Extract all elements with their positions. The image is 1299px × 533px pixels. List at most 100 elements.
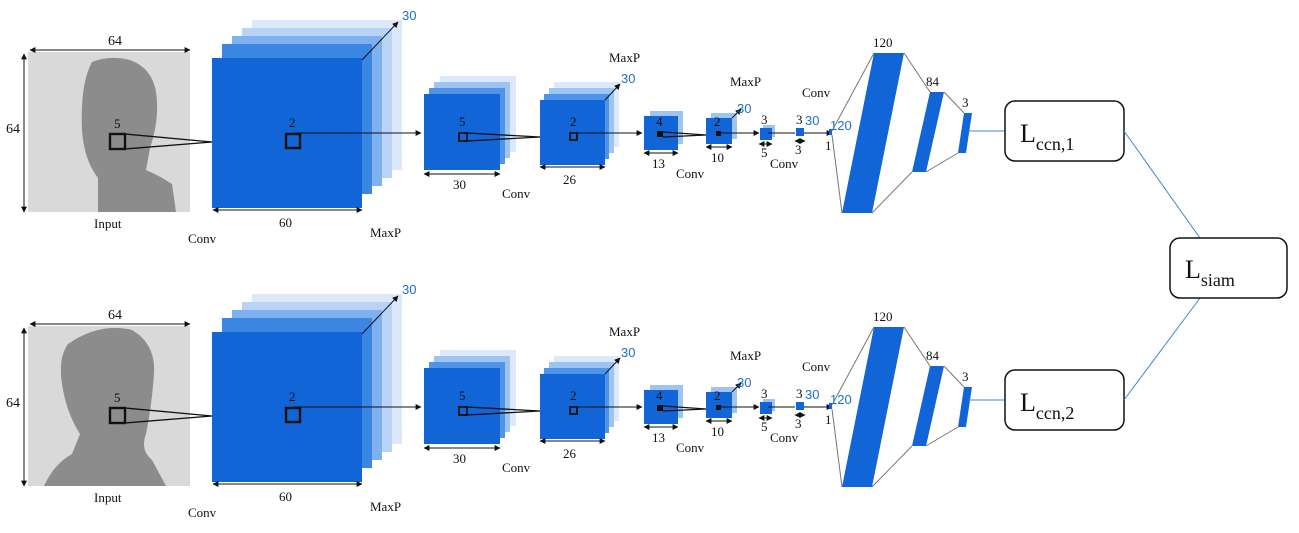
branch-1: 64 64 Input 5 30 2 60 Conv MaxP 5 30 Con… (6, 8, 1125, 246)
fc2-label: 84 (926, 74, 940, 89)
conv1-pool-label: MaxP (370, 499, 401, 514)
conv6-layer-front (760, 128, 772, 140)
conv1-depth-label: 30 (402, 8, 416, 23)
conv6-layer-front (760, 402, 772, 414)
conv6-op-label: Conv (770, 430, 799, 445)
conv4-op-label: Conv (676, 440, 705, 455)
conv1-kernel-box (284, 132, 302, 150)
conv7-depth-label: 30 (805, 113, 819, 128)
conv3-kernel-box (569, 132, 578, 141)
fc3-label: 3 (962, 95, 969, 110)
conv1-pool-label: MaxP (370, 225, 401, 240)
conv3-kernel-label: 2 (570, 114, 577, 129)
conv5-depth-label: 30 (737, 101, 751, 116)
flatten-width-label: 1 (825, 412, 832, 427)
input-height-label: 64 (6, 396, 20, 411)
conv5-kernel-label: 2 (714, 114, 721, 129)
conv6-kernel-label: 3 (761, 386, 768, 401)
conv1-op-label: Conv (188, 505, 217, 520)
conv7-depth-label: 30 (805, 387, 819, 402)
conv7-kernel-label: 3 (796, 112, 803, 127)
conv7-op-label: Conv (802, 359, 831, 374)
conv1-kernel-label: 2 (289, 115, 296, 130)
conv6-op-label: Conv (770, 156, 799, 171)
conv4-width-label: 13 (652, 156, 665, 171)
input-caption: Input (94, 490, 122, 505)
conv7-layer-front (796, 402, 804, 410)
conv3-kernel-label: 2 (570, 388, 577, 403)
conv1-op-label: Conv (188, 231, 217, 246)
fc3-layer (958, 113, 972, 153)
conv2-kernel-box (458, 406, 468, 416)
conv6-width-label: 5 (761, 145, 768, 160)
flatten-layer (829, 403, 832, 409)
input-kernel-label: 5 (114, 116, 121, 131)
conv4-kernel-box (657, 405, 663, 411)
conv1-kernel-label: 2 (289, 389, 296, 404)
conv7-kernel-label: 3 (796, 386, 803, 401)
input-height-label: 64 (6, 122, 20, 137)
fc1-layer (842, 53, 904, 213)
input-caption: Input (94, 216, 122, 231)
conv2-kernel-box (458, 132, 468, 142)
branch-2: 64 64 Input 5 30 2 60 Conv MaxP 5 30 Con… (6, 282, 1125, 520)
loss-siam-label: Lsiam (1185, 255, 1235, 290)
loss-siam-box (1169, 237, 1288, 299)
fc3-label: 3 (962, 369, 969, 384)
fc1-layer (842, 327, 904, 487)
input-kernel-label: 5 (114, 390, 121, 405)
head-silhouette (44, 327, 166, 486)
fc2-layer (912, 92, 944, 172)
flatten-depth-label: 120 (830, 392, 852, 407)
conv2-kernel-label: 5 (459, 388, 466, 403)
conv3-pool-label: MaxP (609, 324, 640, 339)
connector-ccn2-siam (1123, 297, 1201, 401)
conv1-width-label: 60 (279, 489, 292, 504)
conv3-depth-label: 30 (621, 345, 635, 360)
conv4-kernel-label: 4 (656, 388, 663, 403)
conv5-pool-label: MaxP (730, 348, 761, 363)
conv5-kernel-label: 2 (714, 388, 721, 403)
conv4-width-label: 13 (652, 430, 665, 445)
conv3-width-label: 26 (563, 446, 577, 461)
input-kernel-box (108, 406, 127, 425)
loss-ccn-1-label: Lccn,1 (1020, 119, 1074, 154)
conv4-kernel-label: 4 (656, 114, 663, 129)
fc1-label: 120 (873, 35, 893, 50)
fc3-layer (958, 387, 972, 427)
connector-ccn1-siam (1123, 130, 1201, 239)
conv2-width-label: 30 (453, 451, 466, 466)
conv2-op-label: Conv (502, 186, 531, 201)
conv1-kernel-box (284, 406, 302, 424)
conv6-kernel-label: 3 (761, 112, 768, 127)
conv1-depth-label: 30 (402, 282, 416, 297)
conv7-width-label: 3 (795, 416, 802, 431)
input-width-label: 64 (108, 308, 122, 323)
loss-ccn-2-label: Lccn,2 (1020, 388, 1074, 423)
conv4-op-label: Conv (676, 166, 705, 181)
conv5-pool-label: MaxP (730, 74, 761, 89)
conv5-width-label: 10 (711, 424, 724, 439)
conv4-kernel-box (657, 131, 663, 137)
conv2-layer-front (424, 368, 500, 444)
conv7-op-label: Conv (802, 85, 831, 100)
conv5-width-label: 10 (711, 150, 724, 165)
conv3-width-label: 26 (563, 172, 577, 187)
conv5-kernel-box (716, 405, 721, 410)
conv5-kernel-box (716, 131, 721, 136)
conv3-kernel-box (569, 406, 578, 415)
flatten-width-label: 1 (825, 138, 832, 153)
conv2-width-label: 30 (453, 177, 466, 192)
flatten-depth-label: 120 (830, 118, 852, 133)
conv5-depth-label: 30 (737, 375, 751, 390)
conv6-width-label: 5 (761, 419, 768, 434)
conv2-kernel-label: 5 (459, 114, 466, 129)
input-width-label: 64 (108, 34, 122, 49)
conv1-width-label: 60 (279, 215, 292, 230)
fc2-layer (912, 366, 944, 446)
input-kernel-box (108, 132, 127, 151)
conv2-layer-front (424, 94, 500, 170)
conv3-pool-label: MaxP (609, 50, 640, 65)
conv7-layer-front (796, 128, 804, 136)
